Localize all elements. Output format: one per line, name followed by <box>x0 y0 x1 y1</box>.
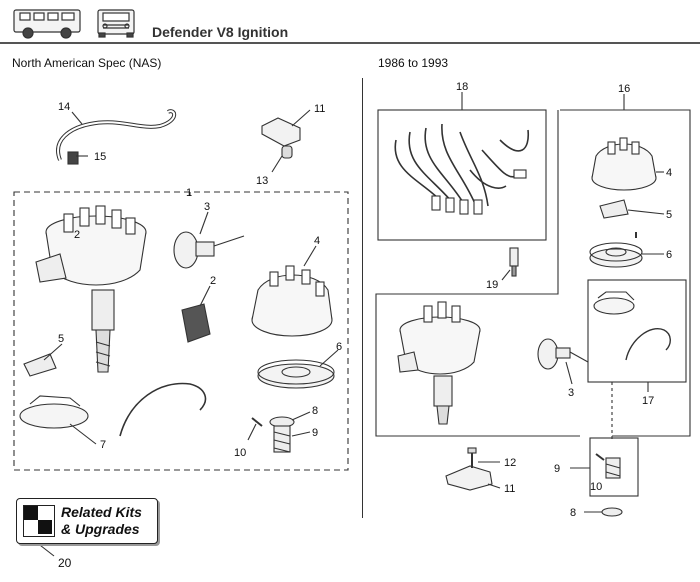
coil-bracket-part[interactable] <box>261 117 301 159</box>
left-section-title: North American Spec (NAS) <box>12 56 162 70</box>
callout-14: 14 <box>58 101 70 113</box>
checkered-flag-icon <box>23 505 55 537</box>
related-kits-button[interactable]: Related Kits & Upgrades <box>16 498 158 544</box>
cap-seal-part-right[interactable] <box>589 232 643 268</box>
page-header: Defender V8 Ignition <box>0 0 700 46</box>
right-callout-leaders <box>461 92 665 513</box>
distributor-kit-outline <box>375 109 691 437</box>
callout-r10: 10 <box>590 481 602 493</box>
defender-front-view-icon <box>97 9 135 38</box>
rotor-arm-part-right[interactable] <box>599 199 629 219</box>
related-kits-line1: Related Kits <box>61 504 142 520</box>
drive-gear-part-right[interactable] <box>595 453 623 517</box>
vacuum-unit-part-right[interactable] <box>537 338 589 370</box>
callout-8: 8 <box>312 405 318 417</box>
rotor-arm-part[interactable] <box>23 353 57 377</box>
page-title: Defender V8 Ignition <box>152 24 289 40</box>
right-callouts: 18 16 4 5 6 19 3 17 12 11 9 10 8 <box>456 81 672 519</box>
cap-seal-part[interactable] <box>257 359 335 389</box>
callout-1: 1 <box>186 187 192 199</box>
callout-r16: 16 <box>618 83 630 95</box>
callout-r18: 18 <box>456 81 468 93</box>
left-callout-leaders <box>43 109 339 445</box>
nas-distributor-kit-box <box>13 191 349 471</box>
ignition-module-part[interactable] <box>181 303 211 343</box>
callout-13: 13 <box>256 175 268 187</box>
right-section-title: 1986 to 1993 <box>378 56 449 70</box>
pickup-box <box>587 279 687 383</box>
ht-lead-set-part[interactable] <box>394 123 529 215</box>
pickup-assembly-part-right[interactable] <box>593 291 671 361</box>
vacuum-unit-part[interactable] <box>173 231 245 269</box>
gear-box <box>589 437 639 497</box>
callout-6: 6 <box>336 341 342 353</box>
callout-r6: 6 <box>666 249 672 261</box>
ht-lead-part[interactable] <box>56 109 177 165</box>
callout-r9: 9 <box>554 463 560 475</box>
callout-r5: 5 <box>666 209 672 221</box>
callout-r17: 17 <box>642 395 654 407</box>
callout-4: 4 <box>314 235 320 247</box>
callout-15: 15 <box>94 151 106 163</box>
callout-11: 11 <box>314 103 325 115</box>
left-callouts: 1 3 2 2 4 5 6 7 8 9 10 11 13 14 15 <box>58 101 342 459</box>
callout-r3: 3 <box>568 387 574 399</box>
distributor-cap-part[interactable] <box>251 265 333 337</box>
coil-bracket-part-right[interactable] <box>445 447 493 491</box>
header-rule <box>0 42 700 44</box>
callout-7: 7 <box>100 439 106 451</box>
callout-5: 5 <box>58 333 64 345</box>
related-kits-label: Related Kits & Upgrades <box>61 504 142 538</box>
callout-9: 9 <box>312 427 318 439</box>
section-divider <box>362 78 363 518</box>
callout-r19: 19 <box>486 279 498 291</box>
callout-r8: 8 <box>570 507 576 519</box>
callout-r4: 4 <box>666 167 672 179</box>
distributor-assembly-part[interactable] <box>35 205 147 373</box>
callout-2a: 2 <box>74 229 80 241</box>
callout-20: 20 <box>58 556 72 570</box>
spark-plug-part[interactable] <box>509 247 519 277</box>
kits-callout-leader <box>35 541 55 557</box>
callout-2b: 2 <box>210 275 216 287</box>
callout-3: 3 <box>204 201 210 213</box>
drive-gear-part[interactable] <box>251 416 295 453</box>
distributor-cap-part-right[interactable] <box>591 137 657 191</box>
callout-10: 10 <box>234 447 246 459</box>
related-kits-line2: & Upgrades <box>61 521 140 537</box>
distributor-assembly-part-right[interactable] <box>397 301 481 425</box>
callout-r11: 11 <box>504 483 515 495</box>
pickup-assembly-part[interactable] <box>19 382 207 437</box>
defender-side-view-icon <box>13 9 81 39</box>
vehicle-icons <box>13 9 135 39</box>
callout-r12: 12 <box>504 457 516 469</box>
